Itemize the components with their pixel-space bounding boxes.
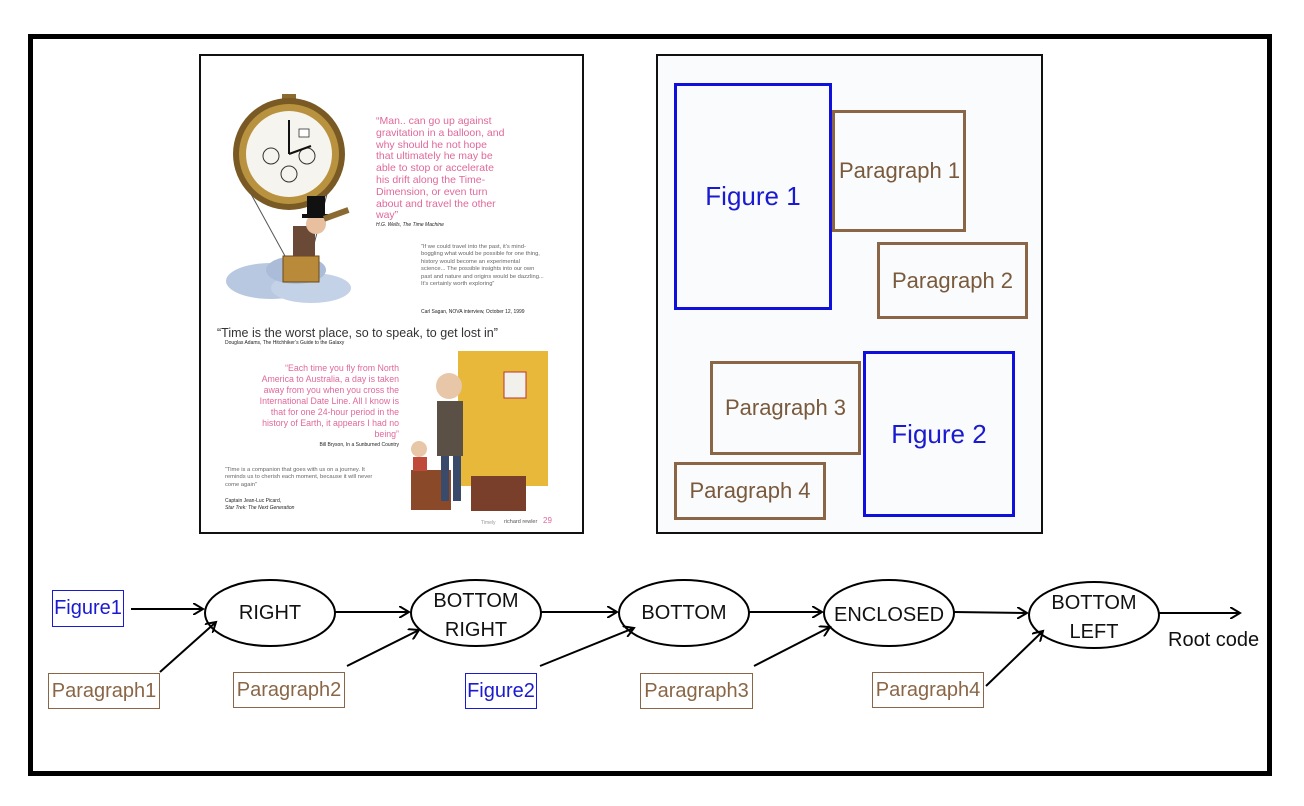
footer-left: Timely: [481, 520, 496, 526]
quote-sagan: “If we could travel into the past, it’s …: [421, 244, 544, 288]
flow-input-paragraph4: Paragraph4: [872, 672, 984, 708]
flow-input-figure2: Figure2: [465, 673, 537, 709]
outer-frame: [28, 34, 1272, 776]
root-code-label: Root code: [1168, 629, 1260, 651]
magazine-page: “Man.. can go up against gravitation in …: [199, 54, 584, 534]
flow-input-paragraph1: Paragraph1: [48, 673, 160, 709]
traveler-illustration: [411, 351, 548, 511]
quote-picard-source-show: Star Trek: The Next Generation: [225, 505, 295, 511]
node-bottom-right-line2: RIGHT: [444, 619, 508, 641]
layout-abstraction: Figure 1 Paragraph 1 Paragraph 2 Paragra…: [656, 54, 1043, 534]
node-bottom-left-line2: LEFT: [1069, 621, 1119, 643]
flow-start-figure1: Figure1: [52, 590, 124, 627]
layout-figure-2: Figure 2: [863, 351, 1015, 517]
layout-paragraph-1: Paragraph 1: [832, 110, 966, 232]
node-enclosed-label: ENCLOSED: [833, 604, 945, 626]
layout-figure-1: Figure 1: [674, 83, 832, 310]
node-right-label: RIGHT: [238, 602, 302, 624]
quote-sagan-source: Carl Sagan, NOVA interview, October 12, …: [421, 309, 525, 315]
footer-author: richard rewler: [504, 519, 538, 525]
magazine-illustrations: [226, 94, 548, 511]
quote-picard-source: Captain Jean-Luc Picard,: [225, 498, 282, 504]
quote-picard: “Time is a companion that goes with us o…: [225, 467, 373, 488]
layout-paragraph-2: Paragraph 2: [877, 242, 1028, 319]
quote-wells-source: H.G. Wells, The Time Machine: [376, 222, 444, 228]
quote-bryson-source: Bill Bryson, In a Sunburned Country: [319, 442, 400, 448]
balloon-traveler-illustration: [282, 196, 350, 283]
page-number: 29: [543, 516, 552, 525]
quote-adams-source: Douglas Adams, The Hitchhiker’s Guide to…: [225, 340, 345, 346]
layout-paragraph-4: Paragraph 4: [674, 462, 826, 520]
quote-wells: “Man.. can go up against gravitation in …: [376, 115, 505, 222]
flow-input-paragraph3: Paragraph3: [640, 673, 753, 709]
node-bottom-label: BOTTOM: [641, 602, 727, 624]
node-bottom-right-line1: BOTTOM: [433, 590, 519, 612]
pocket-watch-icon: [233, 94, 345, 210]
layout-paragraph-3: Paragraph 3: [710, 361, 861, 455]
quote-adams: “Time is the worst place, so to speak, t…: [217, 326, 498, 340]
flow-input-paragraph2: Paragraph2: [233, 672, 345, 708]
quote-bryson: “Each time you fly from North America to…: [259, 363, 399, 439]
node-bottom-left-line1: BOTTOM: [1051, 592, 1137, 614]
